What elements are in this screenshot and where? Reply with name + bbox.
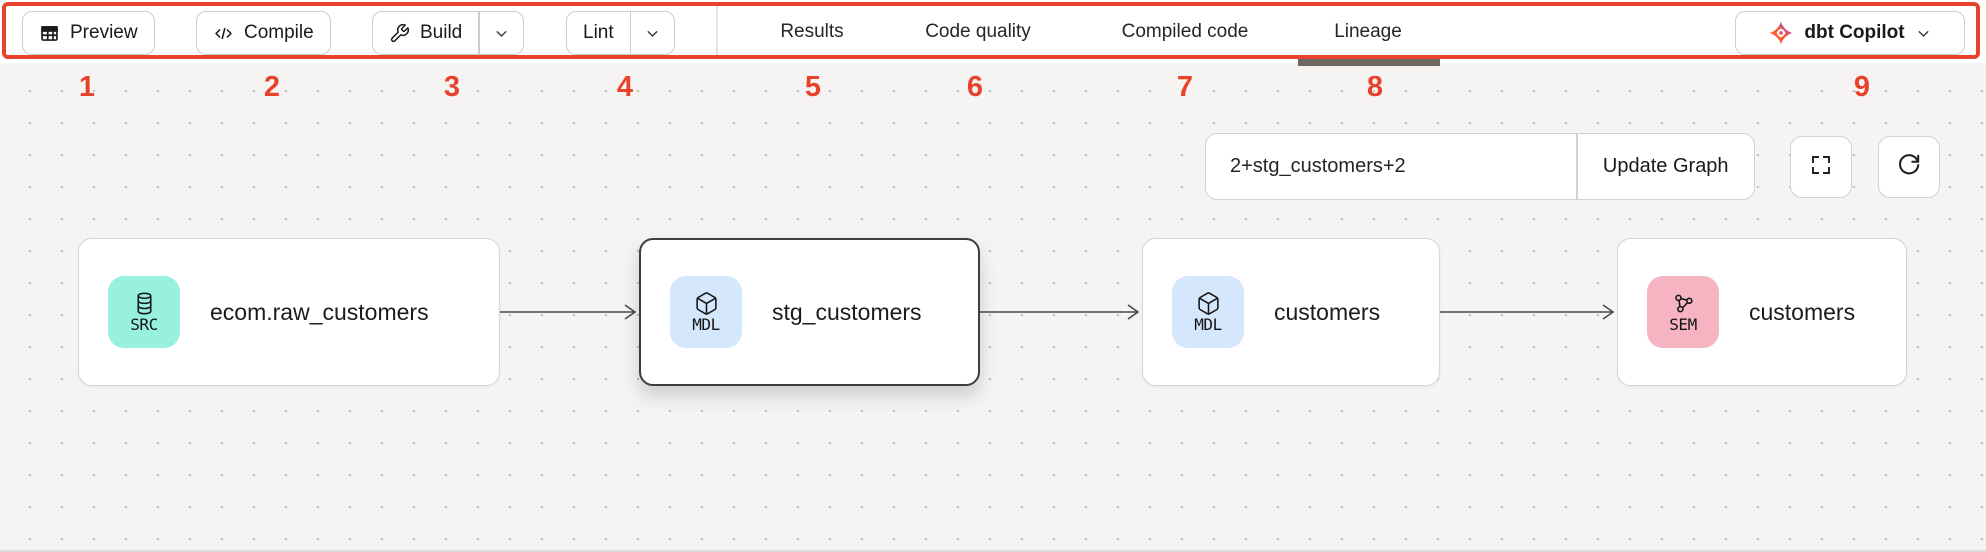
preview-button-label: Preview <box>70 22 138 43</box>
tab-lineage-label: Lineage <box>1334 20 1402 42</box>
annotation-number-9: 9 <box>1853 71 1871 103</box>
node-badge-sem: SEM <box>1647 276 1719 348</box>
selector-input[interactable] <box>1206 134 1576 199</box>
button-divider <box>478 12 480 54</box>
active-tab-indicator <box>1298 57 1440 66</box>
annotation-number-2: 2 <box>263 71 281 103</box>
build-button[interactable]: Build <box>373 12 478 54</box>
annotation-number-8: 8 <box>1366 71 1384 103</box>
tab-results-label: Results <box>780 20 844 42</box>
node-model-customers[interactable]: MDL customers <box>1142 238 1440 386</box>
edge-arrow <box>1440 304 1615 320</box>
build-dropdown-button[interactable] <box>480 12 523 54</box>
node-label: customers <box>1749 298 1856 325</box>
table-icon <box>39 23 60 44</box>
node-badge-label: MDL <box>1194 315 1222 334</box>
canvas-bottom-edge <box>0 550 1986 552</box>
node-badge-label: SRC <box>130 315 158 334</box>
semantic-model-icon <box>1671 291 1696 317</box>
cube-icon <box>694 291 719 317</box>
lineage-selector-group: Update Graph <box>1205 133 1755 200</box>
tab-lineage[interactable]: Lineage <box>1334 0 1402 63</box>
fullscreen-button[interactable] <box>1790 136 1852 198</box>
tab-compiled-code[interactable]: Compiled code <box>1122 0 1249 63</box>
annotation-number-4: 4 <box>616 71 634 103</box>
lint-button-group: Lint <box>566 11 676 55</box>
annotation-number-1: 1 <box>78 71 96 103</box>
refresh-icon <box>1896 152 1922 183</box>
build-button-group: Build <box>372 11 524 55</box>
tab-code-quality-label: Code quality <box>925 20 1031 42</box>
tab-code-quality[interactable]: Code quality <box>925 0 1031 63</box>
edge-arrow <box>500 304 637 320</box>
database-icon <box>132 291 157 317</box>
node-badge-label: MDL <box>692 315 720 334</box>
node-label: ecom.raw_customers <box>210 298 429 325</box>
dbt-copilot-icon <box>1768 20 1794 46</box>
node-model-stg-customers[interactable]: MDL stg_customers <box>639 238 980 386</box>
annotation-number-3: 3 <box>443 71 461 103</box>
selector-divider <box>1576 134 1578 199</box>
button-divider <box>629 12 632 54</box>
dbt-copilot-button[interactable]: dbt Copilot <box>1735 11 1965 55</box>
tab-compiled-code-label: Compiled code <box>1121 20 1249 42</box>
node-badge-mdl: MDL <box>1172 276 1244 348</box>
wrench-icon <box>389 23 410 44</box>
annotation-number-6: 6 <box>966 71 984 103</box>
lint-button-label: Lint <box>583 22 614 43</box>
node-label: stg_customers <box>772 298 922 325</box>
node-source-ecom-raw-customers[interactable]: SRC ecom.raw_customers <box>78 238 500 386</box>
lint-button[interactable]: Lint <box>567 12 630 54</box>
toolbar-separator <box>716 6 718 57</box>
node-badge-label: SEM <box>1669 315 1697 334</box>
node-badge-src: SRC <box>108 276 180 348</box>
cube-icon <box>1196 291 1221 317</box>
annotation-number-7: 7 <box>1176 71 1194 103</box>
update-graph-button[interactable]: Update Graph <box>1577 134 1754 199</box>
tab-results[interactable]: Results <box>780 0 843 63</box>
node-label: customers <box>1274 298 1381 325</box>
compile-button[interactable]: Compile <box>196 11 331 55</box>
node-badge-mdl: MDL <box>670 276 742 348</box>
chevron-down-icon <box>493 25 510 42</box>
toolbar: Preview Compile <box>0 0 1986 66</box>
chevron-down-icon <box>644 25 661 42</box>
node-semantic-customers[interactable]: SEM customers <box>1617 238 1907 386</box>
edge-arrow <box>980 304 1140 320</box>
code-icon <box>213 23 234 44</box>
annotation-number-5: 5 <box>804 71 822 103</box>
preview-button[interactable]: Preview <box>22 11 155 55</box>
dbt-copilot-label: dbt Copilot <box>1804 22 1905 43</box>
lint-dropdown-button[interactable] <box>631 12 674 54</box>
fullscreen-icon <box>1809 153 1833 182</box>
build-button-label: Build <box>420 22 463 43</box>
chevron-down-icon <box>1915 25 1932 42</box>
refresh-button[interactable] <box>1878 136 1940 198</box>
compile-button-label: Compile <box>244 22 314 43</box>
